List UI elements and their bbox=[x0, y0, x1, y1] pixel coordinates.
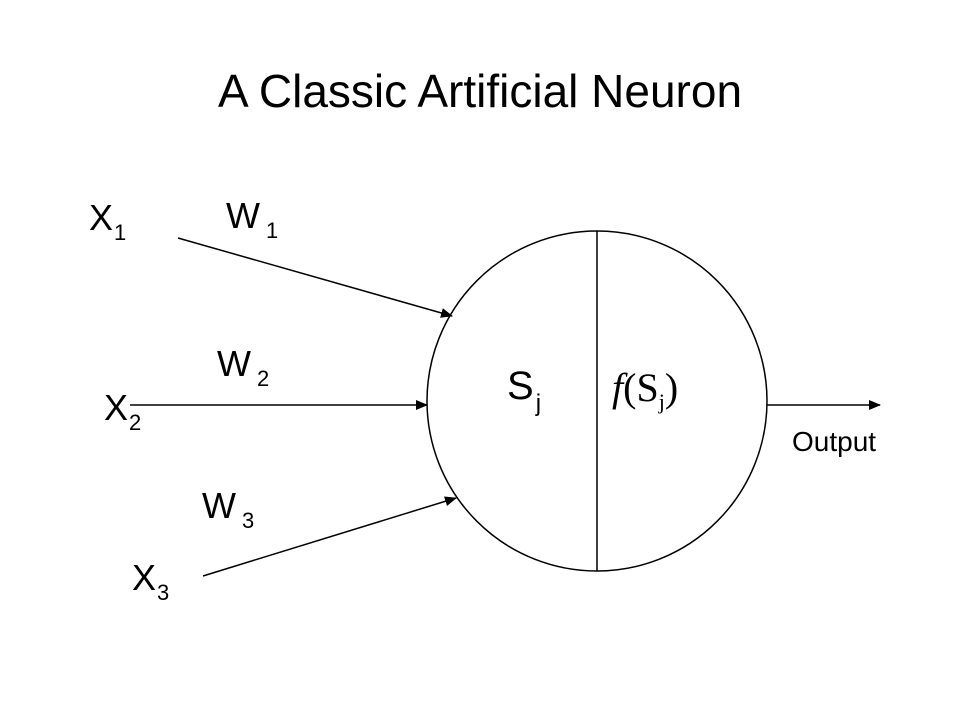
input-x1-letter: X bbox=[89, 197, 114, 238]
input-arrow-1 bbox=[177, 237, 453, 318]
input-x3-letter: X bbox=[132, 557, 157, 598]
weight-w1-letter: W bbox=[226, 195, 260, 236]
activation-function-letter: f bbox=[612, 365, 624, 410]
input-label-x3: X3 bbox=[132, 557, 169, 604]
input-arrow-3 bbox=[202, 496, 457, 577]
summation-subscript: j bbox=[535, 390, 542, 417]
summation-letter: S bbox=[507, 364, 534, 408]
input-x3-subscript: 3 bbox=[157, 580, 170, 605]
input-x1-subscript: 1 bbox=[114, 220, 127, 245]
slide-title: A Classic Artificial Neuron bbox=[217, 65, 743, 117]
weight-w2-subscript: 2 bbox=[256, 366, 270, 391]
summation-label: Sj bbox=[507, 364, 541, 416]
output-label: Output bbox=[792, 426, 877, 457]
weight-w2-letter: W bbox=[217, 343, 251, 384]
activation-open: (S bbox=[623, 365, 659, 410]
activation-close: ) bbox=[664, 365, 679, 410]
input-x2-letter: X bbox=[104, 387, 129, 428]
input-label-x2: X2 bbox=[104, 387, 141, 434]
input-label-x1: X1 bbox=[89, 197, 126, 244]
activation-label: f(Sj) bbox=[612, 365, 679, 413]
weight-w1-subscript: 1 bbox=[265, 218, 279, 243]
activation-subscript: j bbox=[658, 389, 665, 414]
weight-w3-letter: W bbox=[202, 485, 236, 526]
weight-w3-subscript: 3 bbox=[241, 508, 255, 533]
input-x2-subscript: 2 bbox=[129, 410, 142, 435]
